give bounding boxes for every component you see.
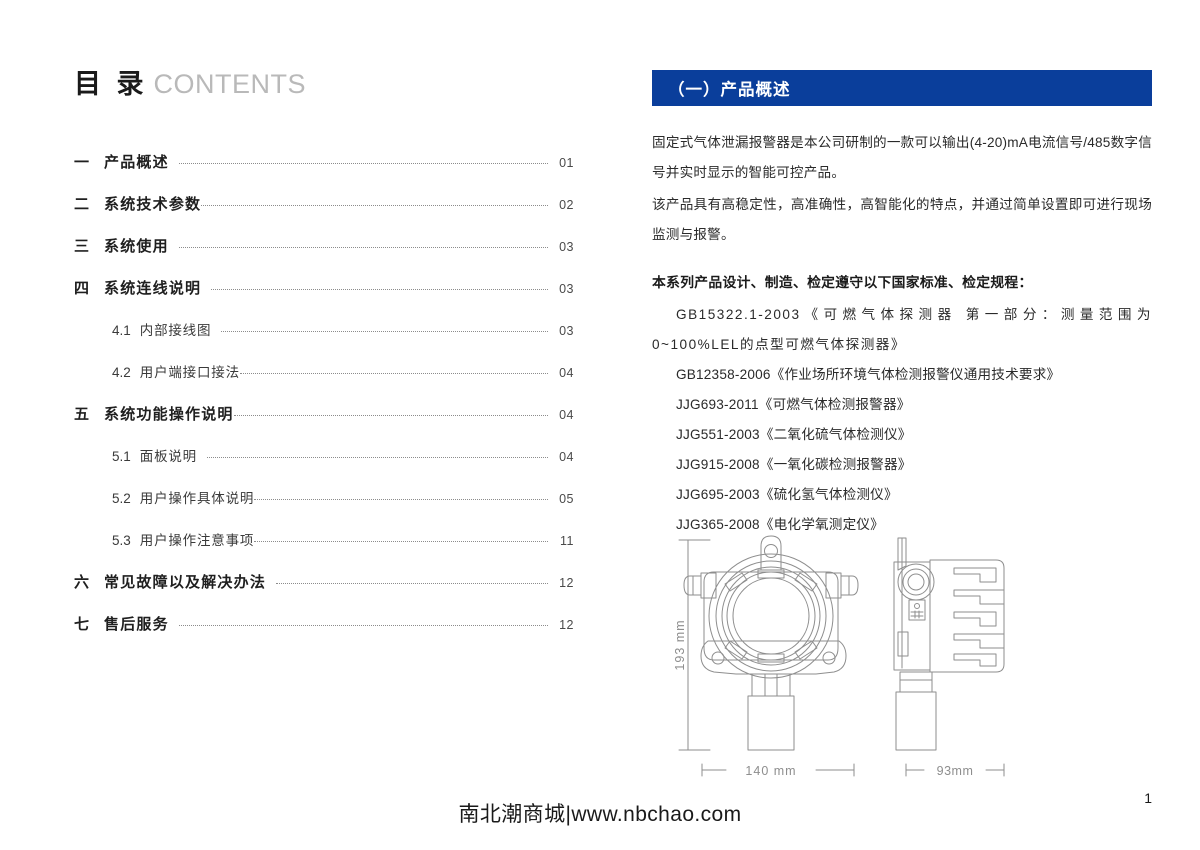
standard-item-jjg551: JJG551-2003《二氧化硫气体检测仪》 bbox=[676, 427, 912, 442]
toc-entry-5-3[interactable]: 5.3 用户操作注意事项 11 bbox=[74, 529, 574, 571]
section-heading-bar: （一）产品概述 bbox=[652, 70, 1152, 106]
standard-item-jjg915: JJG915-2008《一氧化碳检测报警器》 bbox=[676, 457, 912, 472]
toc-leader-dots bbox=[254, 499, 548, 500]
toc-entry-label: 系统连线说明 bbox=[104, 280, 202, 297]
toc-entry-4-1[interactable]: 4.1 内部接线图 03 bbox=[74, 319, 574, 361]
standard-item-jjg695: JJG695-2003《硫化氢气体检测仪》 bbox=[676, 487, 898, 502]
toc-entry-page: 03 bbox=[559, 240, 574, 254]
toc-entry-3[interactable]: 三 系统使用 03 bbox=[74, 235, 574, 277]
toc-entry-number: 二 bbox=[74, 196, 91, 213]
front-width-dimension-label: 140 mm bbox=[745, 764, 796, 778]
toc-entry-number: 4.1 bbox=[112, 323, 131, 338]
toc-entry-label: 用户操作具体说明 bbox=[139, 491, 255, 506]
toc-entry-label: 产品概述 bbox=[104, 154, 169, 171]
standard-item-jjg365: JJG365-2008《电化学氧测定仪》 bbox=[676, 517, 884, 532]
toc-entry-4-2[interactable]: 4.2 用户端接口接法 04 bbox=[74, 361, 574, 403]
toc-title-chinese: 目 录 bbox=[74, 69, 148, 99]
toc-entry-page: 12 bbox=[559, 618, 574, 632]
toc-entry-number: 五 bbox=[74, 406, 91, 423]
toc-entry-label: 常见故障以及解决办法 bbox=[104, 574, 267, 591]
toc-entry-number: 5.3 bbox=[112, 533, 131, 548]
toc-leader-dots bbox=[211, 289, 548, 290]
toc-entry-label: 系统使用 bbox=[104, 238, 169, 255]
section-body: 固定式气体泄漏报警器是本公司研制的一款可以输出(4-20)mA电流信号/485数… bbox=[652, 128, 1152, 540]
toc-leader-dots bbox=[239, 373, 548, 374]
toc-title: 目 录 CONTENTS bbox=[74, 62, 574, 101]
paragraph-2: 该产品具有高稳定性，高准确性，高智能化的特点，并通过简单设置即可进行现场监测与报… bbox=[652, 197, 1152, 242]
side-width-dimension-label: 93mm bbox=[937, 764, 974, 778]
toc-entry-label: 系统技术参数 bbox=[104, 196, 202, 213]
toc-entry-page: 04 bbox=[559, 366, 574, 380]
toc-leader-dots bbox=[178, 625, 548, 626]
paragraph-1: 固定式气体泄漏报警器是本公司研制的一款可以输出(4-20)mA电流信号/485数… bbox=[652, 135, 1152, 180]
toc-entry-page: 04 bbox=[559, 450, 574, 464]
toc-entry-page: 01 bbox=[559, 156, 574, 170]
toc-title-english: CONTENTS bbox=[153, 69, 307, 99]
toc-entry-5-1[interactable]: 5.1 面板说明 04 bbox=[74, 445, 574, 487]
toc-entry-5-2[interactable]: 5.2 用户操作具体说明 05 bbox=[74, 487, 574, 529]
standard-item-gb15322: GB15322.1-2003《可燃气体探测器 第一部分：测量范围为0~100%L… bbox=[652, 307, 1152, 352]
toc-leader-dots bbox=[201, 205, 548, 206]
detector-front-view bbox=[683, 535, 859, 751]
toc-entry-page: 03 bbox=[559, 324, 574, 338]
toc-leader-dots bbox=[233, 415, 548, 416]
toc-entry-list: 一 产品概述 01 二 系统技术参数 02 三 系统使用 03 四 系统连线说明 bbox=[74, 151, 574, 655]
site-watermark: 南北潮商城|www.nbchao.com bbox=[458, 803, 742, 826]
toc-entry-number: 六 bbox=[74, 574, 91, 591]
toc-entry-label: 面板说明 bbox=[139, 449, 197, 464]
standard-item-jjg693: JJG693-2011《可燃气体检测报警器》 bbox=[676, 397, 911, 412]
toc-leader-dots bbox=[206, 457, 548, 458]
front-width-dimension-line bbox=[701, 763, 855, 777]
height-dimension-line bbox=[678, 539, 711, 751]
toc-entry-number: 5.1 bbox=[112, 449, 131, 464]
toc-entry-7[interactable]: 七 售后服务 12 bbox=[74, 613, 574, 655]
standards-list: GB15322.1-2003《可燃气体探测器 第一部分：测量范围为0~100%L… bbox=[652, 300, 1152, 540]
table-of-contents: 目 录 CONTENTS 一 产品概述 01 二 系统技术参数 02 三 系统使… bbox=[74, 62, 574, 655]
toc-leader-dots bbox=[178, 163, 548, 164]
toc-entry-label: 用户端接口接法 bbox=[139, 365, 240, 380]
toc-entry-label: 内部接线图 bbox=[139, 323, 212, 338]
toc-entry-page: 03 bbox=[559, 282, 574, 296]
toc-leader-dots bbox=[178, 247, 548, 248]
toc-entry-page: 11 bbox=[560, 534, 574, 548]
side-width-dimension-line bbox=[905, 763, 1005, 777]
toc-entry-number: 三 bbox=[74, 238, 91, 255]
detector-side-view bbox=[893, 537, 1005, 751]
toc-entry-number: 4.2 bbox=[112, 365, 131, 380]
toc-entry-number: 一 bbox=[74, 154, 91, 171]
standards-heading: 本系列产品设计、制造、检定遵守以下国家标准、检定规程： bbox=[652, 275, 1033, 290]
page-number: 1 bbox=[1144, 790, 1152, 806]
toc-entry-page: 04 bbox=[559, 408, 574, 422]
toc-entry-6[interactable]: 六 常见故障以及解决办法 12 bbox=[74, 571, 574, 613]
toc-leader-dots bbox=[276, 583, 548, 584]
toc-entry-2[interactable]: 二 系统技术参数 02 bbox=[74, 193, 574, 235]
toc-entry-4[interactable]: 四 系统连线说明 03 bbox=[74, 277, 574, 319]
toc-leader-dots bbox=[254, 541, 548, 542]
toc-entry-1[interactable]: 一 产品概述 01 bbox=[74, 151, 574, 193]
height-dimension-label: 193 mm bbox=[673, 619, 687, 670]
toc-entry-page: 05 bbox=[559, 492, 574, 506]
section-content: （一）产品概述 固定式气体泄漏报警器是本公司研制的一款可以输出(4-20)mA电… bbox=[652, 70, 1152, 540]
standard-item-gb12358: GB12358-2006《作业场所环境气体检测报警仪通用技术要求》 bbox=[676, 367, 1061, 382]
toc-entry-label: 售后服务 bbox=[104, 616, 169, 633]
toc-entry-label: 用户操作注意事项 bbox=[139, 533, 255, 548]
toc-entry-number: 5.2 bbox=[112, 491, 131, 506]
toc-leader-dots bbox=[221, 331, 548, 332]
product-dimension-diagram: 193 mm 140 mm 93mm bbox=[666, 528, 1036, 788]
toc-entry-number: 七 bbox=[74, 616, 91, 633]
toc-entry-page: 02 bbox=[559, 198, 574, 212]
toc-entry-label: 系统功能操作说明 bbox=[104, 406, 234, 423]
toc-entry-5[interactable]: 五 系统功能操作说明 04 bbox=[74, 403, 574, 445]
section-heading-text: （一）产品概述 bbox=[668, 81, 791, 99]
toc-entry-number: 四 bbox=[74, 280, 91, 297]
toc-entry-page: 12 bbox=[559, 576, 574, 590]
